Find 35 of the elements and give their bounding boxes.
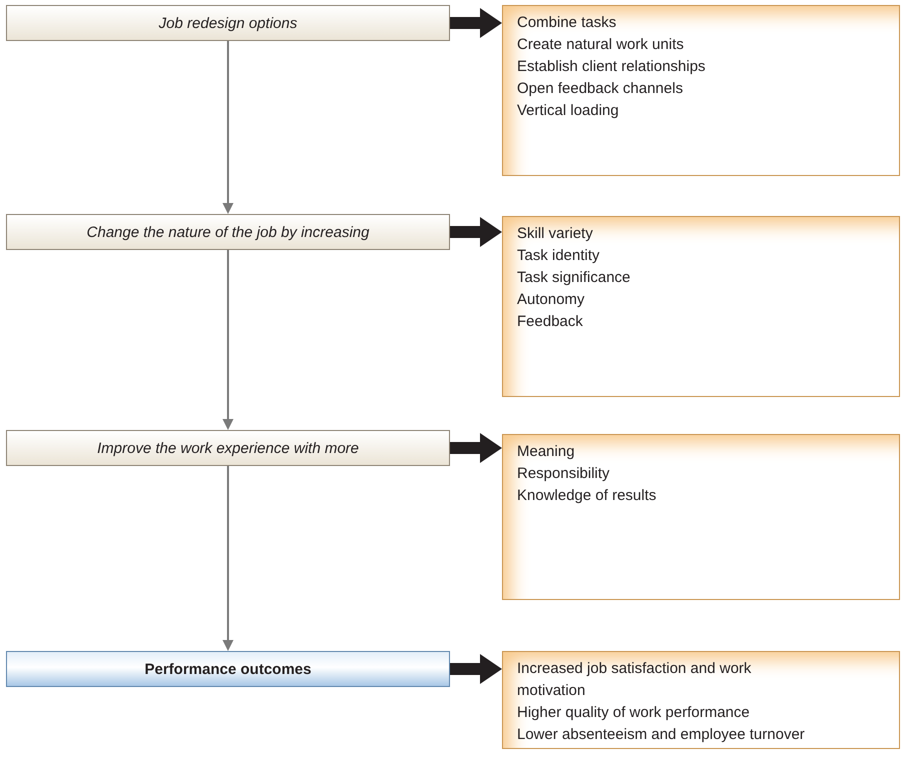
arrow bbox=[450, 8, 502, 38]
outcome-box bbox=[6, 651, 450, 687]
arrow bbox=[450, 217, 502, 247]
list-item: Lower absenteeism and employee turnover bbox=[517, 725, 806, 745]
box-label: Improve the work experience with more bbox=[96, 440, 360, 456]
arrow bbox=[450, 654, 502, 684]
list-item: Increased job satisfaction and work motivation bbox=[517, 659, 752, 701]
box-label: Performance outcomes bbox=[144, 660, 312, 678]
list-box bbox=[502, 5, 900, 176]
list-item: Task identity bbox=[517, 246, 601, 266]
list-item: Open feedback channels bbox=[517, 79, 684, 99]
list-item: Create natural work units bbox=[517, 35, 685, 55]
list-item: Skill variety bbox=[517, 224, 594, 244]
list-item: Feedback bbox=[517, 312, 584, 332]
process-box bbox=[6, 430, 450, 466]
list-box bbox=[502, 434, 900, 600]
list-item: Meaning bbox=[517, 442, 576, 462]
list-item: Combine tasks bbox=[517, 13, 618, 33]
arrow bbox=[222, 466, 234, 651]
list-item: Autonomy bbox=[517, 290, 586, 310]
list-box bbox=[502, 651, 900, 749]
process-box bbox=[6, 5, 450, 41]
list-item: Higher quality of work performance bbox=[517, 703, 751, 723]
process-box bbox=[6, 214, 450, 250]
list-box bbox=[502, 216, 900, 397]
list-item: Establish client relationships bbox=[517, 57, 706, 77]
arrow bbox=[222, 250, 234, 430]
list-item: Responsibility bbox=[517, 464, 611, 484]
list-item: Task significance bbox=[517, 268, 632, 288]
arrow bbox=[222, 41, 234, 214]
list-item: Vertical loading bbox=[517, 101, 620, 121]
list-item: Knowledge of results bbox=[517, 486, 658, 506]
box-label: Change the nature of the job by increasing bbox=[86, 224, 370, 240]
arrow bbox=[450, 433, 502, 463]
box-label: Job redesign options bbox=[158, 14, 298, 32]
